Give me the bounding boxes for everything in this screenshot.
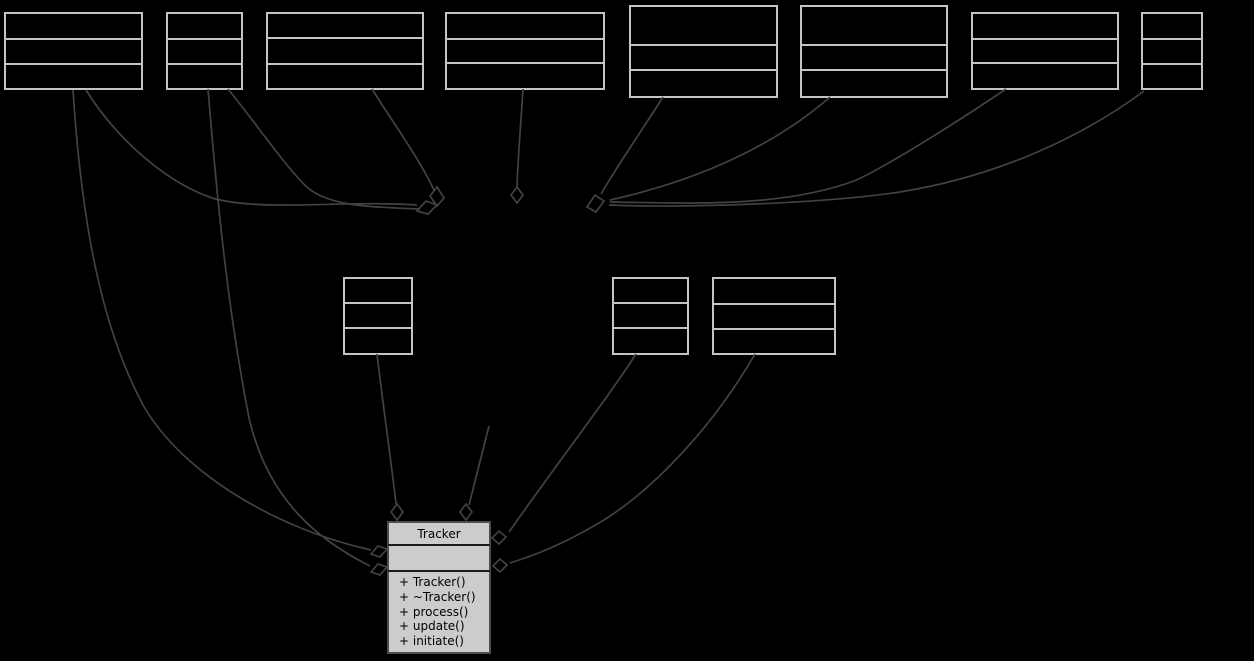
tracker-node: Tracker + Tracker() + ~Tracker() + proce… — [387, 521, 491, 654]
class-node-1 — [4, 12, 143, 90]
tracker-method-update: + update() — [399, 619, 465, 633]
mid-node-3 — [712, 277, 836, 355]
edge-node3-to-hidden-left — [371, 88, 435, 191]
class-box-outline — [266, 12, 424, 90]
edge-node1-to-hidden-left — [85, 89, 418, 206]
tracker-box — [387, 521, 491, 654]
aggregation-diamond-tracker-rightlower — [491, 557, 509, 574]
edges — [72, 88, 1145, 567]
class-box-outline — [712, 277, 836, 355]
edge-node6-to-hidden-right — [609, 96, 831, 201]
edge-midnode1-to-tracker — [376, 353, 397, 505]
aggregation-diamond-hidden-center — [509, 185, 525, 205]
aggregation-diamond-hidden-left-b — [415, 200, 439, 215]
class-box-outline — [343, 277, 413, 355]
edge-node2-to-tracker — [207, 88, 371, 567]
class-box-outline — [166, 12, 243, 90]
tracker-method-constructor: + Tracker() — [399, 575, 466, 589]
aggregation-diamonds — [369, 185, 606, 576]
aggregation-diamond-tracker-leftupper — [369, 545, 389, 558]
tracker-method-destructor: + ~Tracker() — [399, 590, 476, 604]
tracker-method-initiate: + initiate() — [399, 634, 464, 648]
edge-node4-to-hidden-center — [516, 88, 524, 188]
class-node-8 — [1141, 12, 1203, 90]
class-box-outline — [800, 5, 948, 98]
mid-node-2 — [612, 277, 689, 355]
class-box-outline — [629, 5, 778, 98]
class-box-outline — [971, 12, 1119, 90]
class-box-outline — [445, 12, 605, 90]
aggregation-diamond-tracker-leftlower — [369, 563, 389, 576]
class-box-outline — [612, 277, 689, 355]
edge-midnode2-to-tracker — [508, 353, 637, 533]
aggregation-diamond-hidden-right — [585, 193, 606, 214]
class-node-5 — [629, 5, 778, 98]
edge-node5-to-hidden-right — [600, 96, 664, 195]
edge-hidden-to-tracker-top — [468, 425, 490, 506]
aggregation-diamond-tracker-rightupper — [490, 529, 508, 546]
class-box-outline — [4, 12, 143, 90]
tracker-title: Tracker — [416, 527, 460, 541]
class-node-3 — [266, 12, 424, 90]
class-node-4 — [445, 12, 605, 90]
class-box-outline — [1141, 12, 1203, 90]
class-node-2 — [166, 12, 243, 90]
tracker-method-process: + process() — [399, 605, 468, 619]
edge-node8-to-hidden-right — [608, 90, 1145, 207]
mid-node-1 — [343, 277, 413, 355]
class-node-6 — [800, 5, 948, 98]
edge-midnode3-to-tracker — [509, 353, 756, 564]
aggregation-diamond-tracker-top — [458, 502, 474, 522]
edge-node7-to-hidden-right — [609, 88, 1007, 204]
class-node-7 — [971, 12, 1119, 90]
edge-node1-to-tracker — [72, 89, 372, 551]
edge-node2-to-hidden-left — [227, 88, 420, 210]
aggregation-diamond-tracker-topleft — [389, 502, 405, 522]
